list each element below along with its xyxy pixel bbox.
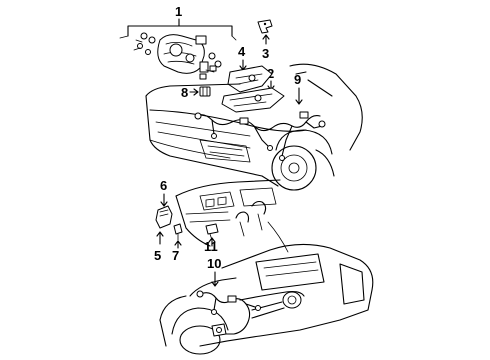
callout-10-label: 10 [207,256,221,271]
sensor-8 [199,86,211,97]
ecu-5 [155,205,173,229]
callout-6: 6 [160,178,168,207]
callout-7: 7 [172,240,182,263]
bracket-3 [257,19,273,34]
connector-7 [173,223,183,241]
front-wire-harness [194,111,326,161]
callout-9: 9 [294,72,303,105]
callout-3-label: 3 [262,46,269,61]
bracket-4 [227,65,273,93]
callout-11: 11 [204,237,218,254]
callout-4: 4 [238,44,247,71]
rear-vehicle-outline [159,243,374,355]
rear-wire-harness [196,290,261,337]
callout-1: 1 [119,4,237,41]
callout-5-label: 5 [154,248,161,263]
callout-1-label: 1 [175,4,182,19]
callout-6-label: 6 [160,178,167,193]
callout-9-label: 9 [294,72,301,87]
actuator-assembly [133,32,222,80]
callout-7-label: 7 [172,248,179,263]
callout-11-label: 11 [204,239,218,254]
callout-5: 5 [154,231,164,263]
callout-8: 8 [181,85,199,100]
callout-8-label: 8 [181,85,188,100]
bracket-2 [221,87,285,113]
callout-10: 10 [207,256,221,287]
callout-4-label: 4 [238,44,246,59]
callout-3: 3 [262,34,270,61]
interior-dash-outline [175,179,289,253]
